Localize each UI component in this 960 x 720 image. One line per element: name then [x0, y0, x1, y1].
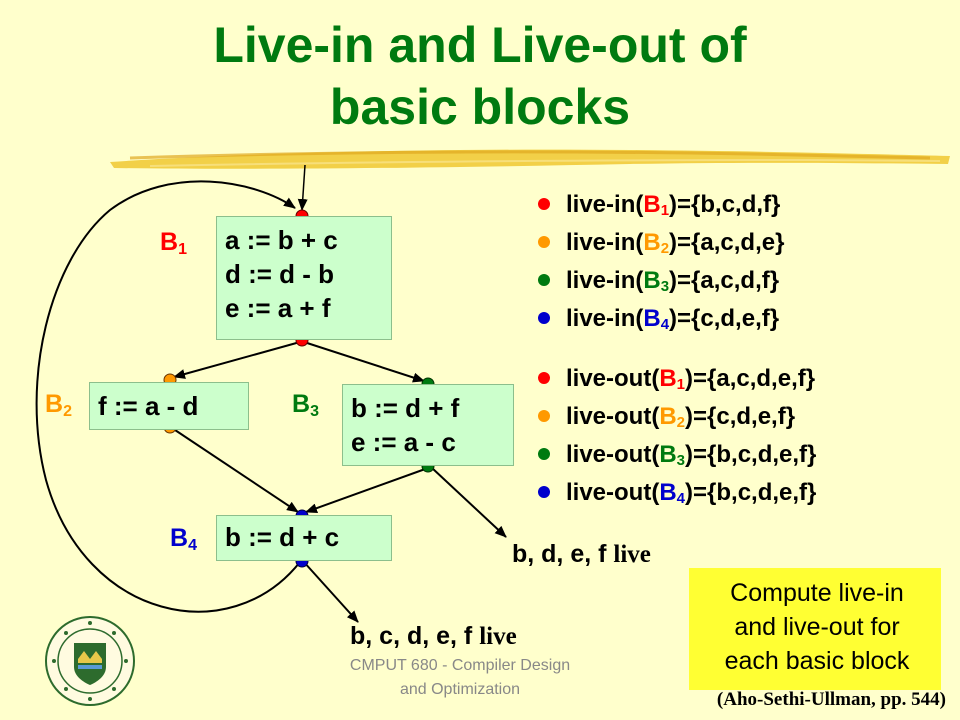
edge-b1-b3: [303, 341, 425, 383]
live-out-item-b4: live-out(B4)={b,c,d,e,f}: [538, 474, 816, 512]
citation: (Aho-Sethi-Ullman, pp. 544): [716, 689, 946, 710]
label-b1: B1: [160, 228, 187, 258]
bullet-icon: [538, 274, 550, 286]
block-b2-code: f := a - d: [89, 382, 249, 430]
block-b1-code: a := b + c d := d - b e := a + f: [216, 216, 392, 340]
live-in-item-b2: live-in(B2)={a,c,d,e}: [538, 224, 784, 262]
bullet-icon: [538, 198, 550, 210]
footer-line2: and Optimization: [399, 681, 521, 698]
edge-b4-exit: [302, 560, 359, 623]
live-in-item-b4: live-in(B4)={c,d,e,f}: [538, 300, 784, 338]
live-in-list: live-in(B1)={b,c,d,f} live-in(B2)={a,c,d…: [538, 186, 784, 338]
label-b3: B3: [292, 390, 319, 420]
label-b4: B4: [170, 524, 197, 554]
live-in-item-b3: live-in(B3)={a,c,d,f}: [538, 262, 784, 300]
edge-b3-b4: [305, 467, 429, 513]
edge-b2-b4: [171, 427, 299, 513]
bullet-icon: [538, 410, 550, 422]
footer-line1: CMPUT 680 - Compiler Design: [349, 657, 571, 674]
edge-b1-b2: [173, 341, 301, 379]
live-out-item-b2: live-out(B2)={c,d,e,f}: [538, 398, 816, 436]
bullet-icon: [538, 448, 550, 460]
slide-title: Live-in and Live-out of basic blocks: [0, 14, 960, 138]
live-out-item-b1: live-out(B1)={a,c,d,e,f}: [538, 360, 816, 398]
compute-line1: Compute live-in: [730, 579, 904, 607]
bullet-icon: [538, 372, 550, 384]
live-in-item-b1: live-in(B1)={b,c,d,f}: [538, 186, 784, 224]
compute-instruction-box: Compute live-in and live-out for each ba…: [689, 568, 941, 690]
compute-line2: and live-out for: [734, 613, 900, 641]
bullet-icon: [538, 486, 550, 498]
live-out-list: live-out(B1)={a,c,d,e,f} live-out(B2)={c…: [538, 360, 816, 512]
edge-b3-exit: [431, 467, 507, 538]
live-out-item-b3: live-out(B3)={b,c,d,e,f}: [538, 436, 816, 474]
label-b2: B2: [45, 390, 72, 420]
slide-title-line2: basic blocks: [329, 79, 631, 135]
course-footer: CMPUT 680 - Compiler Design and Optimiza…: [330, 654, 590, 702]
bullet-icon: [538, 312, 550, 324]
b3-exit-live-note: b, d, e, f live: [512, 540, 651, 568]
edge-b4-back-to-b1: [35, 180, 301, 613]
bullet-icon: [538, 236, 550, 248]
university-seal-logo: [45, 616, 135, 706]
compute-line3: each basic block: [724, 647, 910, 675]
slide-title-line1: Live-in and Live-out of: [213, 17, 747, 73]
block-b4-code: b := d + c: [216, 515, 392, 561]
brush-stroke-divider: [110, 149, 950, 169]
block-b3-code: b := d + f e := a - c: [342, 384, 514, 466]
entry-edge: [297, 164, 308, 211]
b4-exit-live-note: b, c, d, e, f live: [350, 622, 517, 650]
